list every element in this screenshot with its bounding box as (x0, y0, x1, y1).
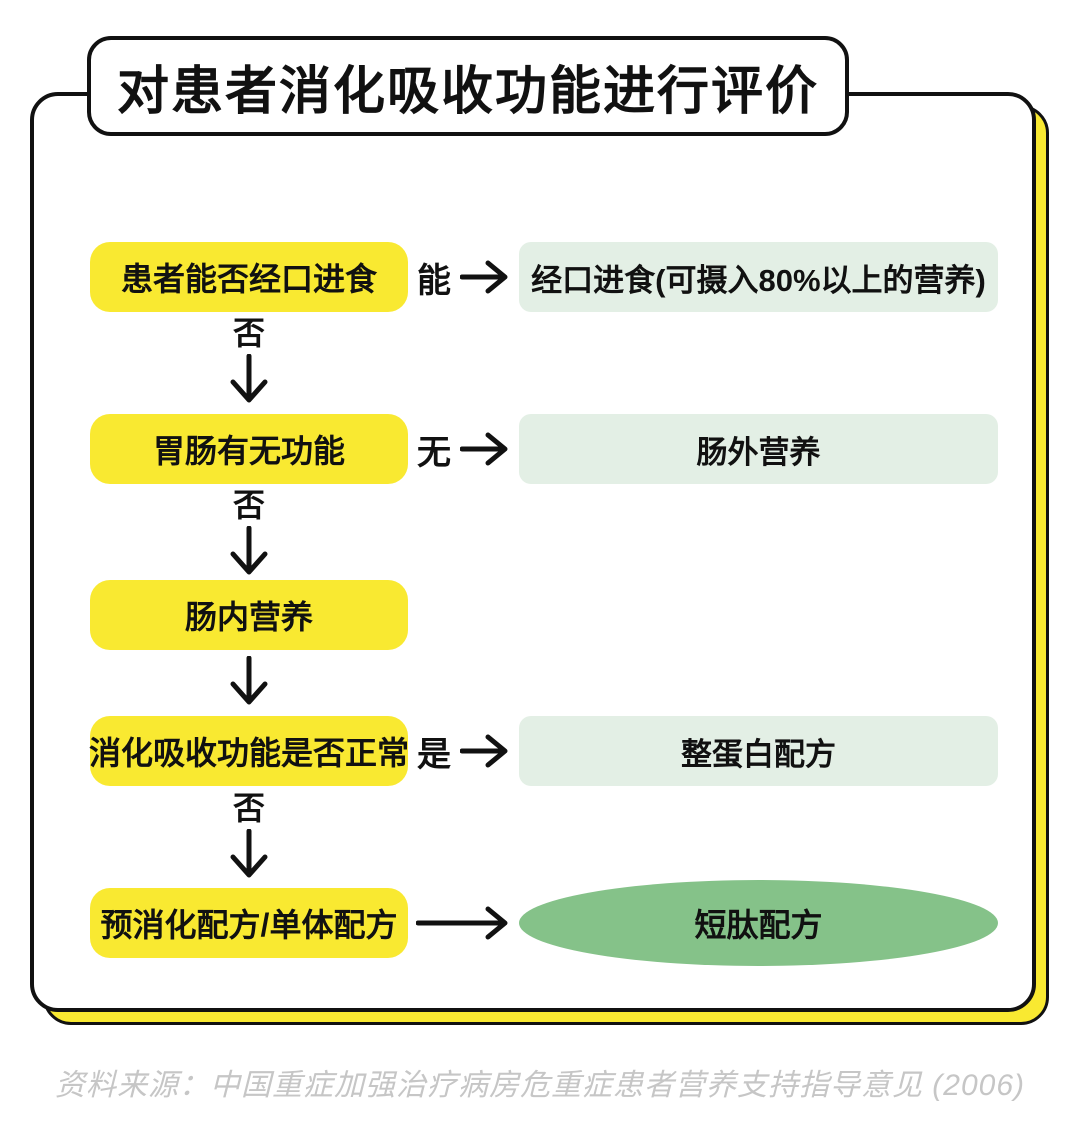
question-box-oral-intake: 患者能否经口进食 (90, 242, 408, 312)
title-box: 对患者消化吸收功能进行评价 (87, 36, 849, 136)
down-arrow-connector (90, 354, 408, 404)
down-arrow-icon (230, 526, 268, 575)
down-arrow-connector (90, 526, 408, 576)
branch-label-none-gi: 无 (417, 433, 451, 472)
branch-label-yes-oral: 能 (417, 261, 451, 300)
down-label-no-3: 否 (232, 790, 265, 826)
result-box-whole-protein-formula: 整蛋白配方 (519, 716, 998, 786)
right-arrow-icon (414, 888, 512, 958)
right-arrow-icon (460, 432, 508, 466)
down-arrow-connector (90, 656, 408, 706)
down-label-no-1: 否 (232, 315, 265, 351)
question-box-gi-function: 胃肠有无功能 (90, 414, 408, 484)
down-label-no-2: 否 (232, 487, 265, 523)
page-title: 对患者消化吸收功能进行评价 (116, 62, 819, 121)
right-arrow-icon (458, 716, 512, 786)
down-arrow-icon (230, 656, 268, 705)
right-arrow-icon (460, 260, 508, 294)
down-arrow-icon (230, 354, 268, 403)
source-note: 资料来源：中国重症加强治疗病房危重症患者营养支持指导意见 (2006) (54, 1069, 1026, 1102)
right-arrow-icon (416, 906, 508, 940)
right-arrow-icon (460, 734, 508, 768)
branch-label-yes-digestion: 是 (417, 735, 451, 774)
right-arrow-icon (458, 414, 512, 484)
question-box-digestion-normal: 消化吸收功能是否正常 (89, 716, 409, 786)
down-arrow-icon (230, 829, 268, 878)
right-arrow-icon (458, 242, 512, 312)
down-arrow-connector (90, 829, 408, 879)
question-box-predigested-formula: 预消化配方/单体配方 (90, 888, 408, 958)
question-box-enteral-nutrition: 肠内营养 (90, 580, 408, 650)
result-box-oral-feeding: 经口进食(可摄入80%以上的营养) (519, 242, 998, 312)
result-ellipse-short-peptide-formula: 短肽配方 (519, 880, 998, 966)
result-box-parenteral-nutrition: 肠外营养 (519, 414, 998, 484)
